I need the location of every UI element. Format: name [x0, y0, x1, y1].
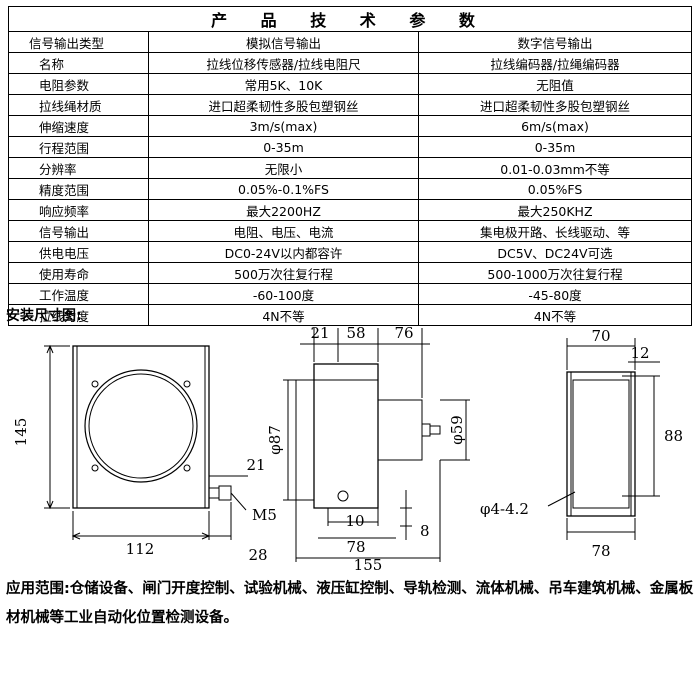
- installation-drawings: 145 112 21 M5 28 21 58 76 φ87 φ59 10 78 …: [12, 324, 683, 572]
- row-digital: 4N不等: [417, 304, 693, 326]
- row-digital: 进口超柔韧性多股包塑钢丝: [417, 94, 693, 116]
- dim-145: 145: [12, 418, 30, 447]
- installation-heading: 安装尺寸图:: [6, 308, 82, 324]
- row-digital: 拉线编码器/拉绳编码器: [417, 52, 693, 74]
- row-label: 供电电压: [8, 241, 149, 263]
- application-label: 应用范围:: [6, 581, 70, 597]
- dim-8: 8: [420, 522, 430, 540]
- dim-28: 28: [248, 546, 267, 564]
- row-analog: 电阻、电压、电流: [148, 220, 419, 242]
- dim-phi59: φ59: [448, 415, 466, 445]
- row-analog: 最大2200HZ: [148, 199, 419, 221]
- table-row: 拉线绳材质进口超柔韧性多股包塑钢丝进口超柔韧性多股包塑钢丝: [8, 94, 693, 116]
- row-label: 响应频率: [8, 199, 149, 221]
- row-digital: 0-35m: [417, 136, 693, 158]
- dim-88: 88: [664, 427, 683, 445]
- dim-21-front: 21: [246, 456, 265, 474]
- application-scope: 应用范围:仓储设备、闸门开度控制、试验机械、液压缸控制、导轨检测、流体机械、吊车…: [6, 575, 694, 633]
- header-analog: 模拟信号输出: [148, 31, 419, 53]
- dim-70: 70: [591, 327, 610, 345]
- dim-112: 112: [126, 540, 155, 558]
- row-analog: 0-35m: [148, 136, 419, 158]
- dim-12: 12: [630, 344, 649, 362]
- row-digital: 500-1000万次往复行程: [417, 262, 693, 284]
- row-analog: 无限小: [148, 157, 419, 179]
- back-view-drawing: [547, 338, 660, 540]
- dim-78-side: 78: [346, 538, 365, 556]
- row-digital: 6m/s(max): [417, 115, 693, 137]
- header-digital: 数字信号输出: [417, 31, 693, 53]
- row-digital: 无阻值: [417, 73, 693, 95]
- row-analog: 3m/s(max): [148, 115, 419, 137]
- row-digital: 0.05%FS: [417, 178, 693, 200]
- dim-phi87: φ87: [266, 425, 284, 455]
- holes-label: φ4-4.2: [480, 500, 529, 518]
- front-view-drawing: [44, 344, 248, 540]
- row-analog: 0.05%-0.1%FS: [148, 178, 419, 200]
- row-analog: 500万次往复行程: [148, 262, 419, 284]
- row-analog: 4N不等: [148, 304, 419, 326]
- application-text: 仓储设备、闸门开度控制、试验机械、液压缸控制、导轨检测、流体机械、吊车建筑机械、…: [6, 581, 694, 626]
- row-digital: DC5V、DC24V可选: [417, 241, 693, 263]
- row-analog: 拉线位移传感器/拉线电阻尺: [148, 52, 419, 74]
- row-label: 信号输出: [8, 220, 149, 242]
- table-row: 信号输出电阻、电压、电流集电极开路、长线驱动、等: [8, 220, 693, 242]
- row-analog: 常用5K、10K: [148, 73, 419, 95]
- row-label: 分辨率: [8, 157, 149, 179]
- table-header-row: 信号输出类型 模拟信号输出 数字信号输出: [8, 31, 693, 53]
- dim-78-back: 78: [591, 542, 610, 560]
- dim-58: 58: [346, 324, 365, 342]
- row-label: 拉线绳材质: [8, 94, 149, 116]
- table-title-row: 产 品 技 术 参 数: [7, 6, 693, 32]
- side-view-drawing: [283, 328, 470, 562]
- dim-21-side: 21: [310, 324, 329, 342]
- row-label: 行程范围: [8, 136, 149, 158]
- header-label: 信号输出类型: [8, 31, 149, 53]
- row-label: 名称: [8, 52, 149, 74]
- row-label: 拉线力度: [8, 304, 149, 326]
- row-label: 精度范围: [8, 178, 149, 200]
- row-digital: 0.01-0.03mm不等: [417, 157, 693, 179]
- dim-155: 155: [354, 556, 383, 572]
- thread-m5: M5: [252, 506, 277, 524]
- row-label: 伸缩速度: [8, 115, 149, 137]
- table-row: 名称拉线位移传感器/拉线电阻尺拉线编码器/拉绳编码器: [8, 52, 693, 74]
- row-digital: 集电极开路、长线驱动、等: [417, 220, 693, 242]
- table-title: 产 品 技 术 参 数: [7, 6, 693, 32]
- spec-table: 产 品 技 术 参 数 信号输出类型 模拟信号输出 数字信号输出 名称拉线位移传…: [7, 6, 693, 326]
- row-analog: 进口超柔韧性多股包塑钢丝: [148, 94, 419, 116]
- row-analog: DC0-24V以内都容许: [148, 241, 419, 263]
- dim-10: 10: [345, 512, 364, 530]
- row-label: 使用寿命: [8, 262, 149, 284]
- dim-76: 76: [394, 324, 413, 342]
- row-digital: 最大250KHZ: [417, 199, 693, 221]
- row-label: 电阻参数: [8, 73, 149, 95]
